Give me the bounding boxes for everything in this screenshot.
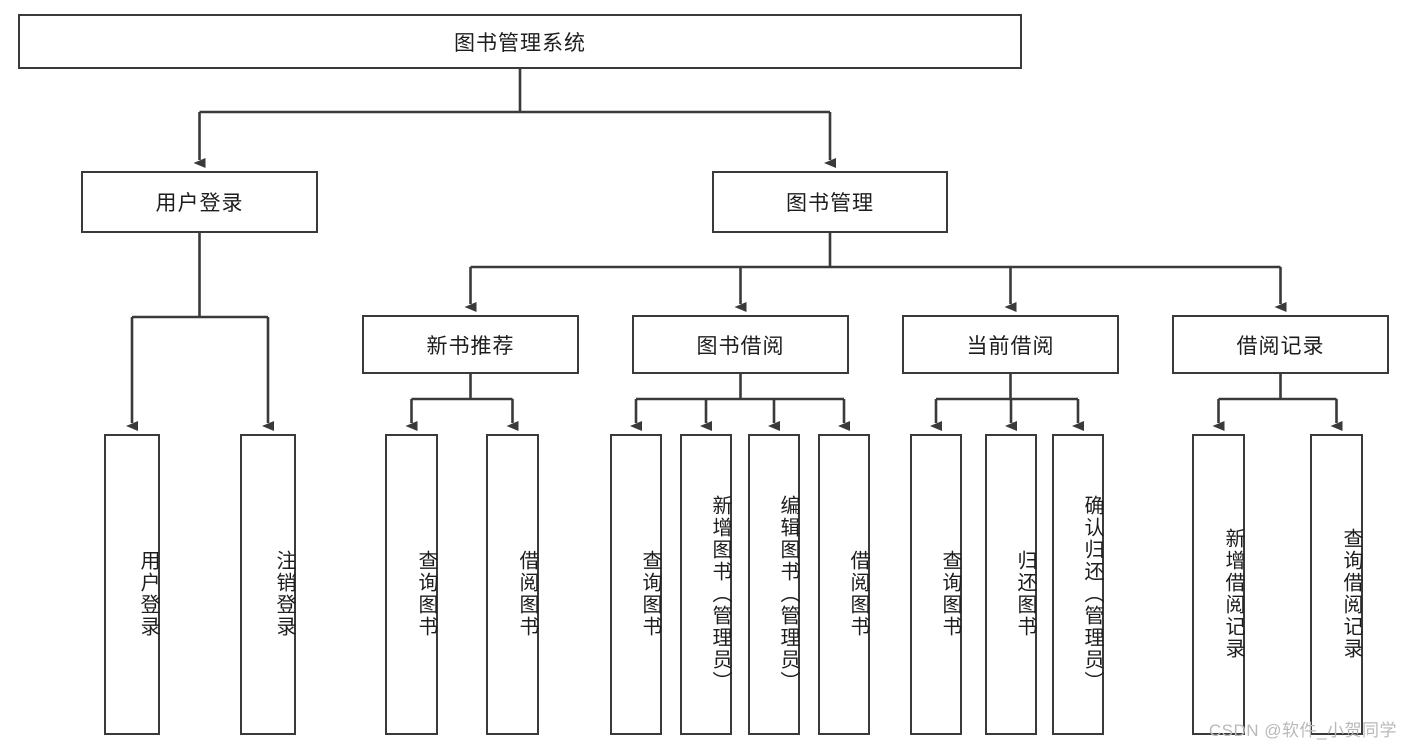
node-book-management-module-label: 图书管理	[786, 192, 874, 215]
leaf-borrow-edit-book-label: 编辑图书（管理员）	[777, 494, 799, 693]
leaf-borrow-query-book[interactable]: 查询图书	[610, 434, 662, 735]
leaf-user-login-label: 用户登录	[137, 549, 159, 638]
leaf-current-return-book-label: 归还图书	[1014, 549, 1036, 638]
leaf-record-query-record-label: 查询借阅记录	[1340, 527, 1362, 660]
node-new-book-recommend[interactable]: 新书推荐	[362, 315, 579, 374]
leaf-newbook-borrow-book-label: 借阅图书	[516, 549, 538, 638]
leaf-borrow-borrow-book[interactable]: 借阅图书	[818, 434, 870, 735]
leaf-record-query-record[interactable]: 查询借阅记录	[1310, 434, 1363, 735]
node-user-login-module[interactable]: 用户登录	[81, 171, 318, 233]
leaf-newbook-query-book[interactable]: 查询图书	[385, 434, 438, 735]
leaf-borrow-add-book-label: 新增图书（管理员）	[709, 494, 731, 693]
leaf-current-confirm-return[interactable]: 确认归还（管理员）	[1052, 434, 1104, 735]
node-root-label: 图书管理系统	[454, 31, 586, 55]
node-new-book-recommend-label: 新书推荐	[426, 334, 515, 358]
node-root[interactable]: 图书管理系统	[18, 14, 1022, 69]
leaf-newbook-borrow-book[interactable]: 借阅图书	[486, 434, 539, 735]
node-current-borrow[interactable]: 当前借阅	[902, 315, 1119, 374]
csdn-watermark: CSDN @软件_小贺同学	[1208, 721, 1397, 740]
leaf-current-confirm-return-label: 确认归还（管理员）	[1081, 494, 1103, 693]
node-current-borrow-label: 当前借阅	[966, 334, 1055, 358]
leaf-record-add-record-label: 新增借阅记录	[1222, 527, 1244, 660]
leaf-user-logout-label: 注销登录	[273, 549, 295, 638]
leaf-user-logout[interactable]: 注销登录	[240, 434, 296, 735]
leaf-current-return-book[interactable]: 归还图书	[985, 434, 1037, 735]
leaf-current-query-book-label: 查询图书	[939, 549, 961, 638]
leaf-user-login[interactable]: 用户登录	[104, 434, 160, 735]
leaf-current-query-book[interactable]: 查询图书	[910, 434, 962, 735]
node-borrow-record-label: 借阅记录	[1236, 334, 1325, 358]
leaf-record-add-record[interactable]: 新增借阅记录	[1192, 434, 1245, 735]
node-book-borrow-label: 图书借阅	[696, 334, 785, 358]
leaf-borrow-add-book[interactable]: 新增图书（管理员）	[680, 434, 732, 735]
node-user-login-module-label: 用户登录	[155, 192, 244, 215]
leaf-borrow-borrow-book-label: 借阅图书	[847, 549, 869, 638]
leaf-borrow-edit-book[interactable]: 编辑图书（管理员）	[748, 434, 800, 735]
leaf-newbook-query-book-label: 查询图书	[415, 549, 437, 638]
leaf-borrow-query-book-label: 查询图书	[639, 549, 661, 638]
node-borrow-record[interactable]: 借阅记录	[1172, 315, 1389, 374]
node-book-borrow[interactable]: 图书借阅	[632, 315, 849, 374]
node-book-management-module[interactable]: 图书管理	[712, 171, 948, 233]
